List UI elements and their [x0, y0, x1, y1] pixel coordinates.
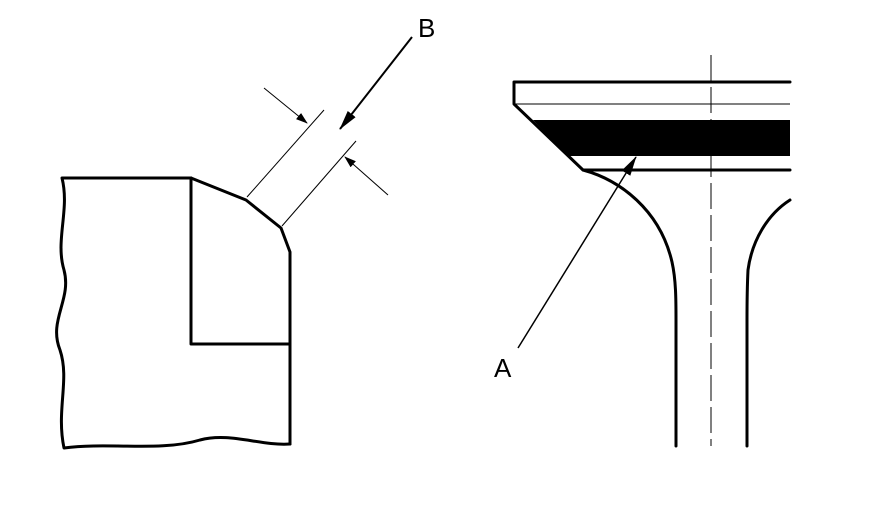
seat-insert-outline: [189, 176, 292, 346]
label-b: B: [418, 13, 435, 43]
dimension-arrow-upper: [263, 87, 308, 124]
contact-band-callout: A: [494, 156, 637, 383]
leader-arrow-b: [339, 36, 413, 130]
valve-stem-left: [581, 168, 678, 448]
valve-seat-faces: [189, 176, 292, 446]
head-body-outline: [55, 176, 292, 450]
cylinder-head-section: [55, 176, 292, 450]
valve-stem-right: [745, 198, 792, 448]
valve-section: [512, 55, 792, 448]
seat-contact-band: [533, 120, 790, 156]
dimension-arrow-lower: [344, 156, 389, 196]
seat-width-dimension: B: [246, 13, 435, 227]
label-a: A: [494, 353, 512, 383]
extension-line-upper: [246, 109, 325, 198]
extension-line-lower: [281, 140, 357, 227]
leader-arrow-a: [517, 156, 637, 349]
